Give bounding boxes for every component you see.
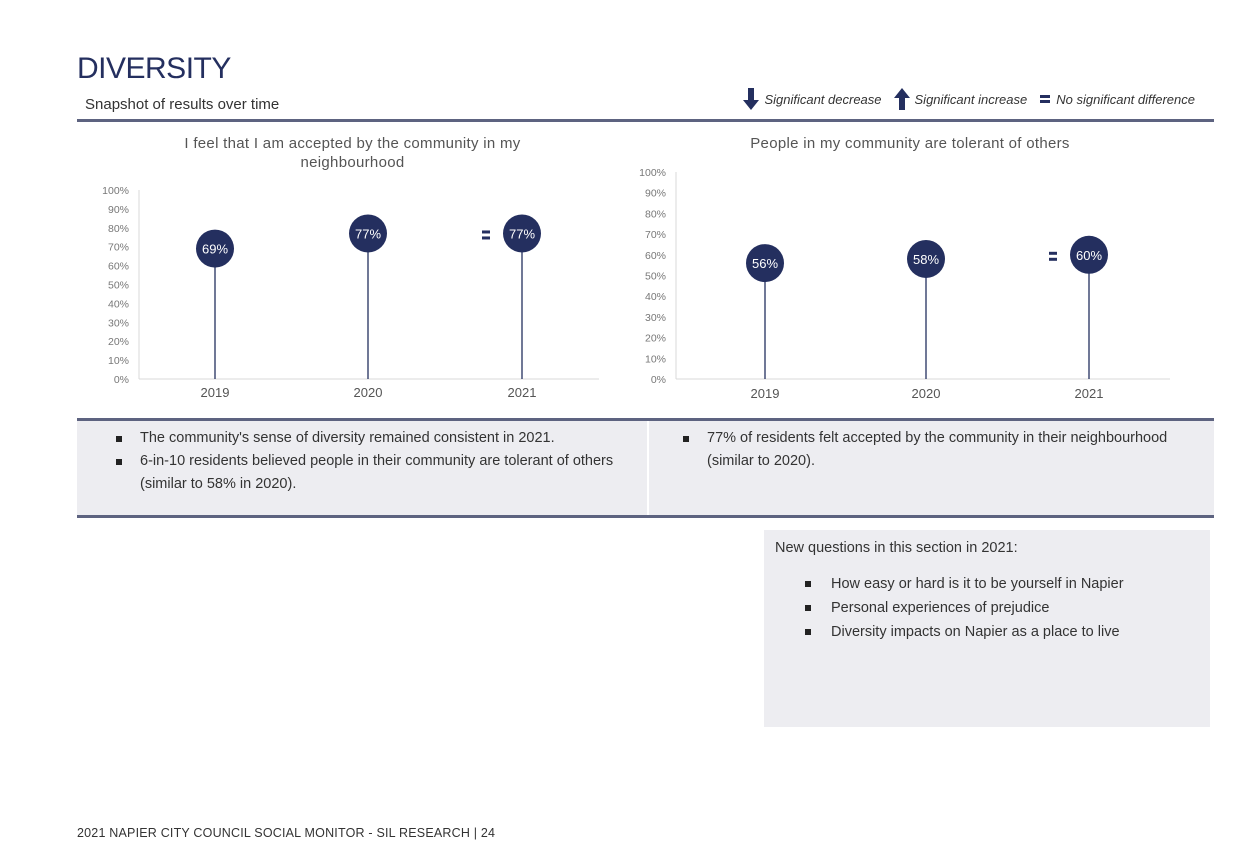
y-tick-label: 60% (108, 261, 129, 273)
notes-left: The community's sense of diversity remai… (112, 427, 632, 496)
lollipop-marker (196, 229, 234, 268)
y-tick-label: 80% (645, 208, 666, 220)
y-tick-label: 40% (108, 298, 129, 310)
note-item: 6-in-10 residents believed people in the… (112, 450, 632, 496)
x-tick-label: 2019 (201, 385, 230, 400)
arrow-up-icon (893, 88, 910, 110)
data-label: 69% (202, 242, 228, 257)
page-title: DIVERSITY (77, 52, 231, 85)
legend-increase: Significant increase (893, 88, 1028, 110)
x-tick-label: 2021 (508, 385, 537, 400)
chart-1-title: I feel that I am accepted by the communi… (184, 135, 521, 171)
x-tick-label: 2020 (912, 386, 941, 401)
lollipop-marker (349, 214, 387, 253)
new-questions-list: How easy or hard is it to be yourself in… (775, 572, 1199, 644)
new-questions-header: New questions in this section in 2021: (775, 540, 1018, 556)
significance-legend: Significant decrease Significant increas… (743, 88, 1195, 110)
y-tick-label: 20% (645, 333, 666, 345)
note-item: 77% of residents felt accepted by the co… (679, 427, 1199, 473)
y-tick-label: 10% (108, 355, 129, 367)
y-tick-label: 70% (645, 229, 666, 241)
equals-icon (1040, 95, 1051, 103)
legend-no-difference-label: No significant difference (1056, 91, 1195, 107)
list-item: Personal experiences of prejudice (775, 596, 1199, 620)
equals-icon (482, 230, 490, 240)
page-footer: 2021 NAPIER CITY COUNCIL SOCIAL MONITOR … (77, 826, 496, 840)
lollipop-marker (746, 244, 784, 283)
x-tick-label: 2020 (354, 385, 383, 400)
list-item: Diversity impacts on Napier as a place t… (775, 620, 1199, 644)
data-label: 56% (752, 256, 778, 271)
y-tick-label: 30% (108, 317, 129, 329)
y-tick-label: 70% (108, 242, 129, 254)
data-label: 58% (913, 252, 939, 267)
y-tick-label: 10% (645, 353, 666, 365)
x-tick-label: 2021 (1075, 386, 1104, 401)
y-tick-label: 80% (108, 223, 129, 235)
summary-notes: The community's sense of diversity remai… (77, 418, 1214, 518)
y-tick-label: 50% (645, 271, 666, 283)
chart-2-title: People in my community are tolerant of o… (750, 135, 1070, 152)
list-item: How easy or hard is it to be yourself in… (775, 572, 1199, 596)
y-tick-label: 90% (645, 188, 666, 200)
y-tick-label: 60% (645, 250, 666, 262)
notes-divider (647, 421, 649, 515)
legend-decrease: Significant decrease (743, 88, 882, 110)
chart-2: 0% 10% 20% 30% 40% 50% 60% 70% 80% 90% 100% 56% 2019… (639, 167, 1170, 401)
legend-decrease-label: Significant decrease (764, 91, 882, 107)
y-tick-label: 0% (651, 374, 666, 386)
y-tick-label: 100% (639, 167, 666, 179)
y-tick-label: 100% (102, 185, 129, 197)
data-label: 77% (355, 226, 381, 241)
legend-increase-label: Significant increase (914, 91, 1028, 107)
header-rule (77, 119, 1214, 122)
y-tick-label: 0% (114, 374, 129, 386)
legend-no-difference: No significant difference (1039, 92, 1195, 107)
chart-1: 0% 10% 20% 30% 40% 50% 60% 70% 80% 90% 100% 69% 2019… (102, 185, 599, 400)
equals-icon (1049, 251, 1057, 261)
data-label: 60% (1076, 248, 1102, 263)
data-label: 77% (509, 226, 535, 241)
page-subtitle: Snapshot of results over time (85, 96, 280, 113)
y-tick-label: 40% (645, 291, 666, 303)
lollipop-marker (1070, 235, 1108, 274)
lollipop-marker (503, 214, 541, 253)
new-questions-box: New questions in this section in 2021: H… (764, 530, 1210, 727)
y-tick-label: 50% (108, 280, 129, 292)
note-item: The community's sense of diversity remai… (112, 427, 632, 450)
y-tick-label: 20% (108, 336, 129, 348)
arrow-down-icon (743, 88, 760, 110)
y-tick-label: 90% (108, 204, 129, 216)
x-tick-label: 2019 (751, 386, 780, 401)
lollipop-marker (907, 239, 945, 278)
notes-right: 77% of residents felt accepted by the co… (679, 427, 1199, 473)
y-tick-label: 30% (645, 312, 666, 324)
